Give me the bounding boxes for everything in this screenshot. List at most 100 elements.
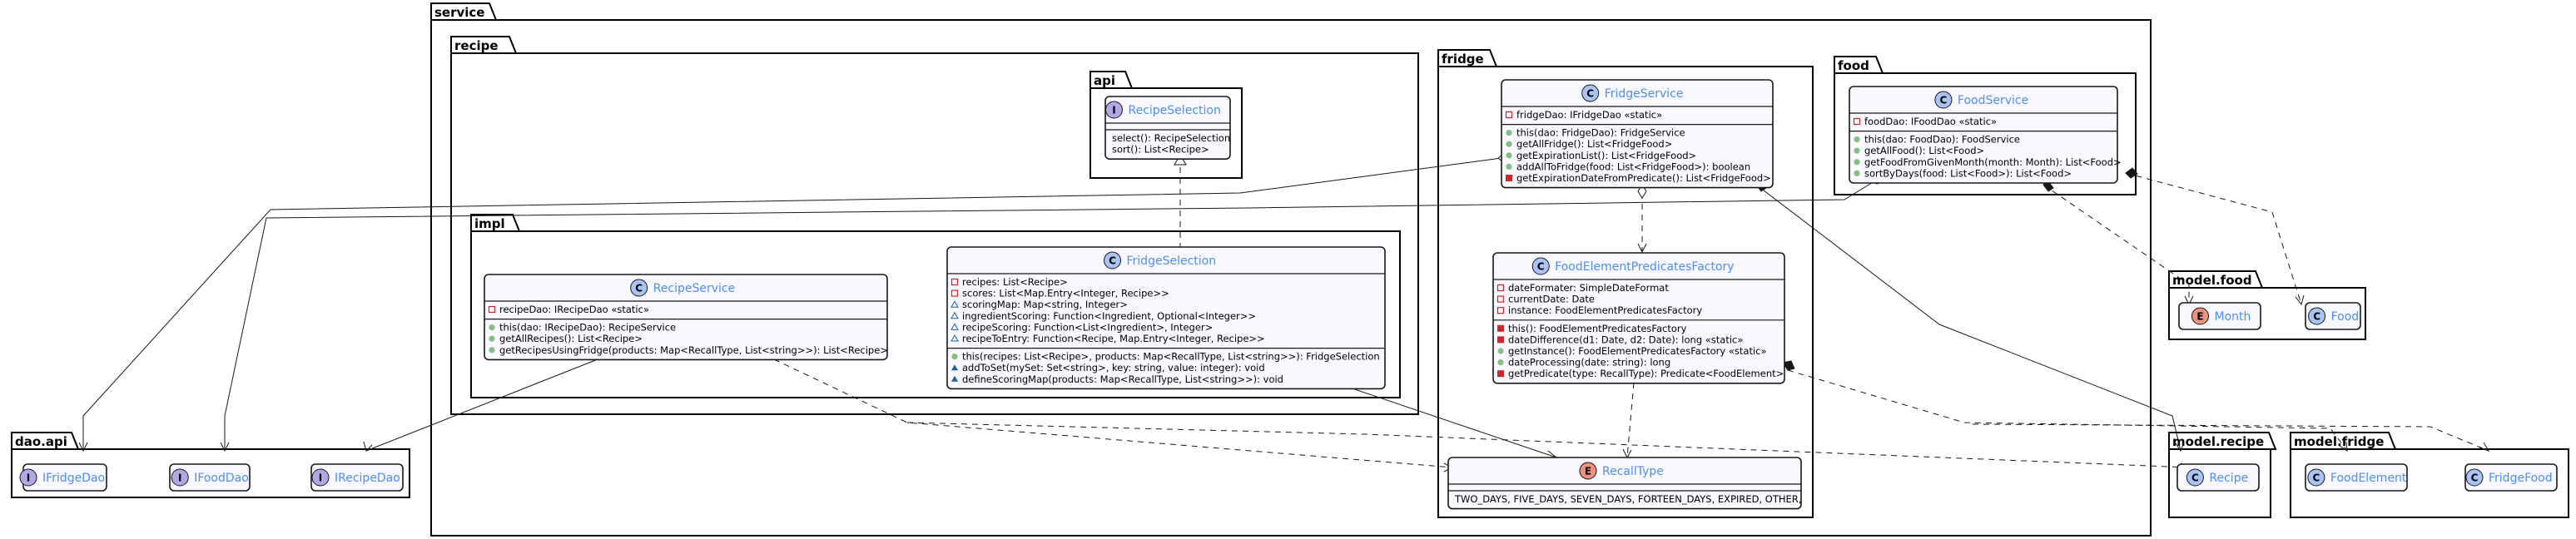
class-badge-icon [1581,84,1600,102]
class-badge-icon [1531,257,1550,275]
foodservice-food-diamond [2125,167,2138,179]
badge-letter: C [2313,311,2320,323]
fridge-fridgefood-arrow-2 [2479,442,2490,452]
package-food: food [1834,56,2137,195]
class-method: this(dao: IRecipeDao): RecipeService [499,322,676,334]
class-name: Food [2331,310,2360,324]
badge-letter: I [319,472,322,484]
badge-letter: C [1586,88,1594,100]
class-field: foodDao: IFoodDao «static» [1864,116,1997,127]
interface-badge-icon [1105,101,1123,119]
private-field-icon [950,289,959,297]
package-title: model.fridge [2294,434,2384,449]
class-badge-icon [1934,91,1953,109]
factory-recall-arrow [1622,448,1632,459]
enum-badge-icon [2191,307,2209,325]
class-method: sort(): List<Recipe> [1112,144,1209,156]
fridge-dao-edge [82,157,1502,451]
class-recipe-service[interactable]: C RecipeService recipeDao: IRecipeDao «sta… [484,274,888,361]
class-method: getAllFood(): List<Food> [1864,145,1984,156]
private-field-icon [1853,117,1861,126]
class-method: defineScoringMap(products: Map<RecallTyp… [962,373,1283,385]
relations: Recipe/FridgeFood --> [78,153,2490,472]
interface-badge-icon [311,468,330,487]
package-model-recipe: model.recipe [2168,432,2277,518]
class-badge-icon [2308,307,2326,325]
package-title: service [434,5,484,20]
class-name: RecipeSelection [1129,104,1221,117]
factory-foodelement-arrow [2339,441,2348,452]
class-field: recipeScoring: Function<List<Ingredient>… [962,321,1213,333]
class-name: IFoodDao [194,472,249,485]
class-badge-icon [2186,468,2204,487]
class-food[interactable]: C Food [2305,302,2361,330]
class-field: recipes: List<Recipe> [962,276,1068,288]
package-recipe: recipe [450,36,1419,415]
class-method: getRecipesUsingFridge(products: Map<Reca… [499,344,888,356]
fridge-dao-arrow [78,442,88,452]
class-method: getExpirationDateFromPredicate(): List<F… [1516,172,1771,184]
class-irecipe-dao[interactable]: I IRecipeDao [310,463,404,492]
class-method: dateProcessing(date: string): long [1508,357,1670,368]
class-name: IRecipeDao [335,472,400,485]
class-name: FridgeService [1605,87,1684,101]
class-method: addToSet(mySet: Set<string>, key: string… [962,362,1265,373]
public-method-icon [1506,152,1512,159]
badge-letter: C [2191,472,2199,484]
package-title: fridge [1442,52,1484,67]
selection-recall-edge [1339,383,1557,458]
class-method: getPredicate(type: RecallType): Predicat… [1508,368,1784,379]
badge-letter: C [2312,472,2320,484]
recipe-dao-edge [365,359,598,452]
class-badge-icon [2465,468,2484,487]
public-method-icon [1854,147,1860,154]
class-field: currentDate: Date [1508,294,1595,305]
package-visibility-icon [950,323,959,330]
class-field: instance: FoodElementPredicatesFactory [1508,304,1702,316]
public-method-icon [1854,170,1860,176]
factory-recall-edge [1626,382,1635,458]
recipe-recipe-edge [906,422,2190,468]
class-method: getInstance(): FoodElementPredicatesFact… [1508,345,1767,357]
class-method: this(dao: FridgeDao): FridgeService [1516,127,1685,139]
class-field: ingredientScoring: Function<Ingredient, … [962,310,1256,322]
badge-letter: C [1939,95,1947,106]
class-badge-icon [630,279,648,297]
public-method-icon [1506,163,1512,170]
class-method: getAllFridge(): List<FridgeFood> [1516,138,1672,150]
class-name: RecipeService [653,282,736,295]
package-title: dao.api [15,434,67,449]
class-field: scoringMap: Map<string, Integer> [962,299,1128,310]
badge-letter: C [635,283,643,294]
class-method: TWO_DAYS, FIVE_DAYS, SEVEN_DAYS, FORTEEN… [1454,493,1801,505]
class-name: Month [2215,310,2251,324]
food-dao-edge [224,180,1875,451]
factory-foodelement-edge [1787,369,2348,452]
package-method-icon [951,364,958,371]
package-service: service [430,2,2152,537]
public-method-icon [1854,136,1860,143]
public-method-icon [1854,159,1860,166]
recipe-recall-edge [773,359,1453,468]
food-dao-arrow [220,442,230,452]
class-name: FridgeFood [2489,472,2553,485]
private-field-icon [1496,295,1505,303]
public-method-icon [489,335,495,342]
package-fridge: fridge [1437,49,1814,518]
class-method: sortByDays(food: List<Food>): List<Food> [1864,167,2072,179]
recipe-dao-arrow [363,441,373,452]
class-field: recipeDao: IRecipeDao «static» [499,304,649,315]
badge-letter: I [1112,105,1115,116]
